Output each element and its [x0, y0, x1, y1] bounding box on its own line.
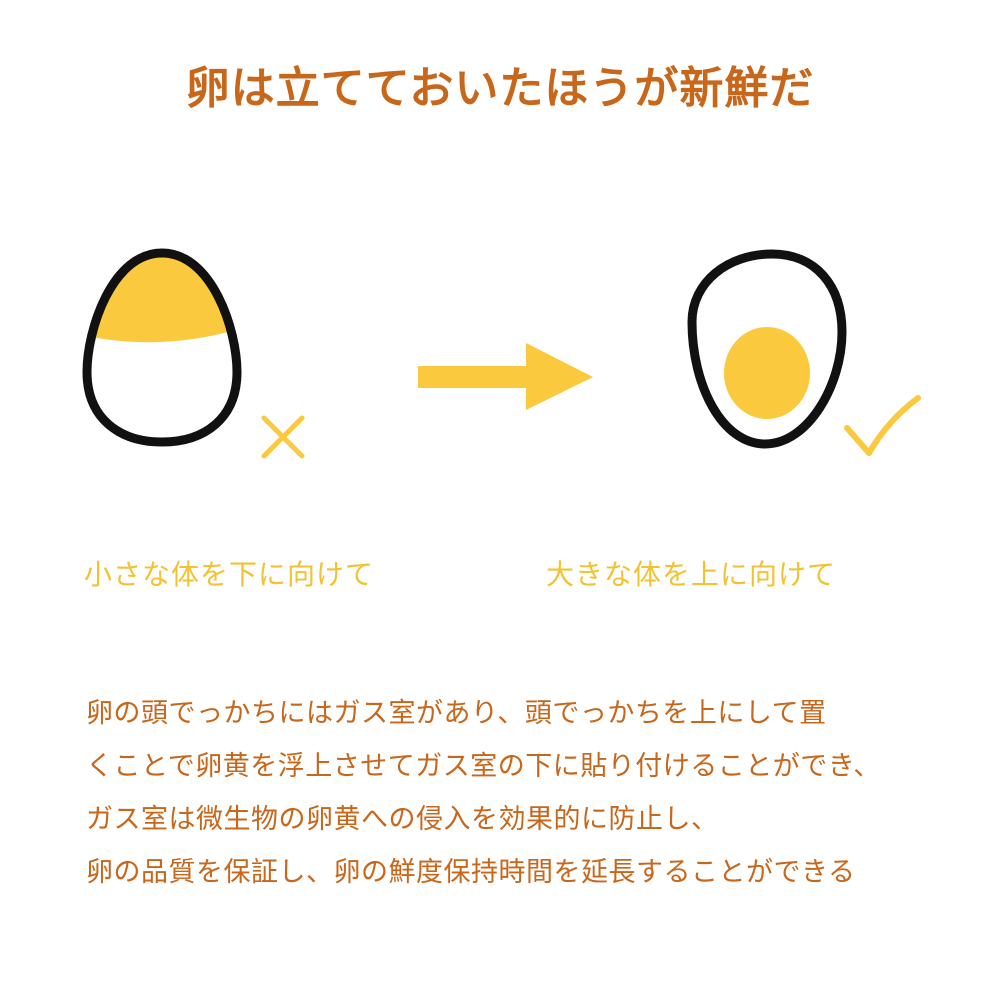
- description-line: 卵の品質を保証し、卵の鮮度保持時間を延長することができる: [86, 857, 856, 888]
- description-line: ガス室は微生物の卵黄への侵入を効果的に防止し、: [86, 804, 719, 835]
- description-text: 卵の頭でっかちにはガス室があり、頭でっかちを上にして置 くことで卵黄を浮上させて…: [86, 700, 986, 912]
- description-line: 卵の頭でっかちにはガス室があり、頭でっかちを上にして置: [86, 698, 827, 729]
- description-line: くことで卵黄を浮上させてガス室の下に貼り付けることができ、: [86, 751, 881, 782]
- caption-wrong-orientation: 小さな体を下に向けて: [84, 558, 375, 591]
- page-title: 卵は立てておいたほうが新鮮だ: [185, 63, 815, 114]
- arrow-right-icon: [418, 343, 593, 410]
- egg-correct-orientation: [687, 249, 847, 449]
- egg-outline-left: [82, 248, 242, 447]
- caption-correct-orientation: 大きな体を上に向けて: [546, 558, 837, 591]
- check-mark-icon: [844, 395, 921, 456]
- yolk-center: [724, 327, 810, 419]
- cross-mark-icon: [261, 415, 305, 459]
- egg-wrong-orientation: [82, 248, 242, 447]
- egg-outline-right: [687, 249, 847, 449]
